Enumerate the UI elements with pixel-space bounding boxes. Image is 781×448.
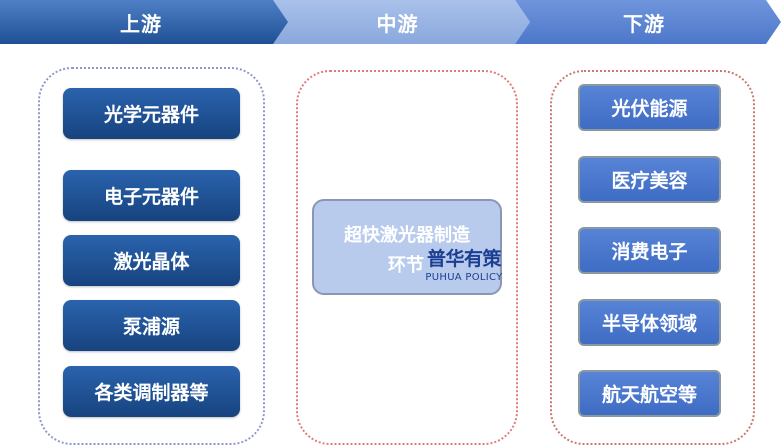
downstream-item: 光伏能源 xyxy=(578,84,721,131)
downstream-item: 医疗美容 xyxy=(578,156,721,203)
downstream-item: 半导体领域 xyxy=(578,299,721,346)
downstream-item: 航天航空等 xyxy=(578,370,721,417)
upstream-item: 泵浦源 xyxy=(63,300,240,351)
upstream-frame xyxy=(38,67,265,445)
upstream-item: 电子元器件 xyxy=(63,170,240,221)
watermark-cn: 普华有策 xyxy=(426,248,502,270)
midstream-line-1: 超快激光器制造 xyxy=(344,225,470,246)
stage-banner-downstream: 下游 xyxy=(515,0,781,44)
downstream-item: 消费电子 xyxy=(578,227,721,274)
downstream-frame xyxy=(550,70,755,445)
stage-banner-upstream: 上游 xyxy=(0,0,290,44)
stage-banner-midstream: 中游 xyxy=(273,0,530,44)
stage-label-downstream: 下游 xyxy=(623,11,665,36)
stage-label-upstream: 上游 xyxy=(120,11,162,36)
upstream-item: 光学元器件 xyxy=(63,88,240,139)
watermark-en: PUHUA POLICY xyxy=(425,272,503,283)
midstream-line-2: 环节 xyxy=(388,255,424,276)
upstream-item: 各类调制器等 xyxy=(63,366,240,417)
midstream-box: 超快激光器制造 环节 xyxy=(312,199,502,295)
watermark-logo: 普华有策 PUHUA POLICY xyxy=(422,247,506,285)
midstream-frame xyxy=(296,70,518,445)
stage-label-midstream: 中游 xyxy=(376,11,419,36)
upstream-item: 激光晶体 xyxy=(63,235,240,286)
